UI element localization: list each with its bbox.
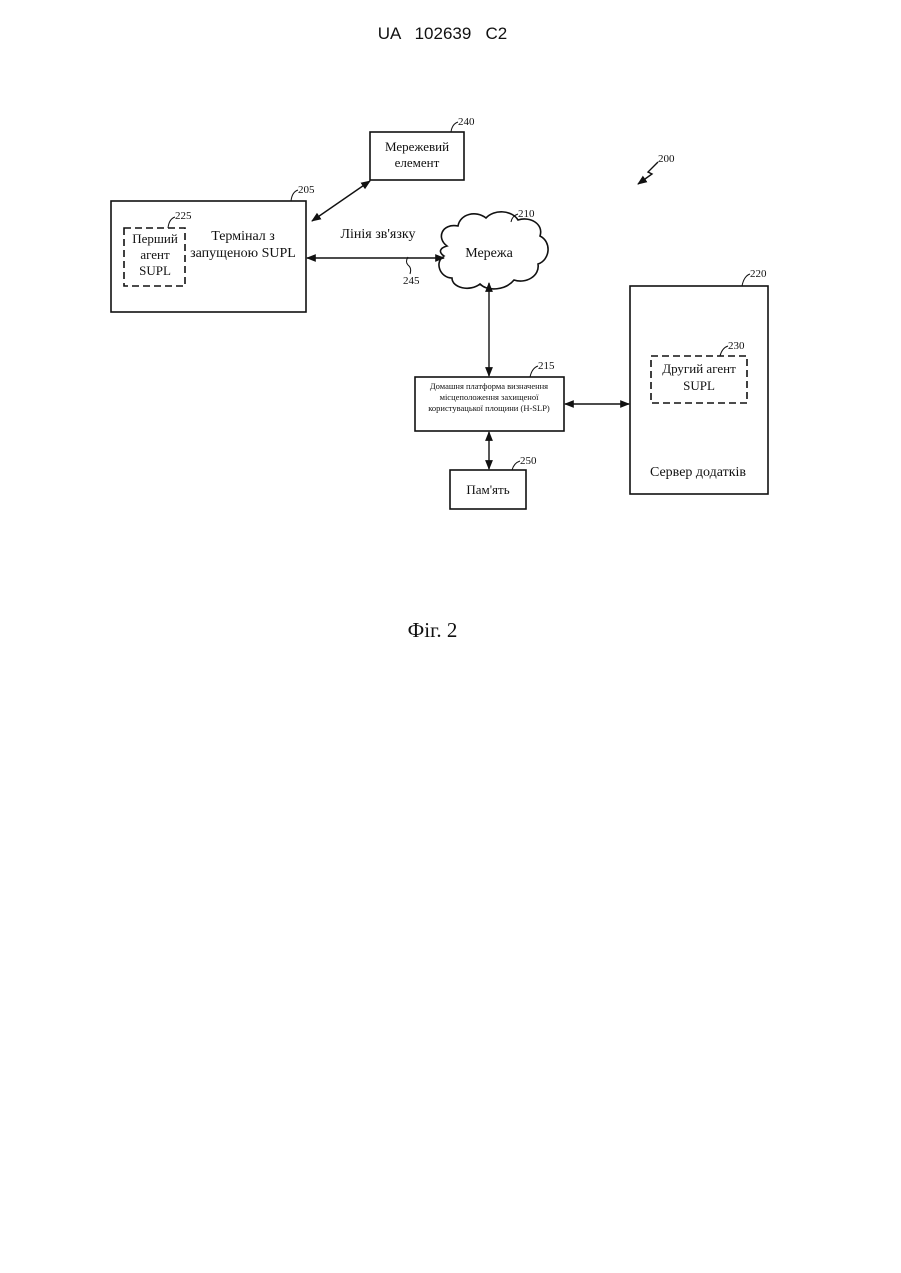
hslp-label-line2: місцеположення захищеної (440, 392, 540, 402)
link-ref-leader (407, 257, 411, 274)
arrow-terminal-network-element (312, 181, 370, 221)
first-agent-label-line1: Перший (132, 231, 178, 246)
hslp-ref-label: 215 (538, 360, 555, 372)
figure-caption: Фіг. 2 (0, 618, 865, 643)
system-diagram: 200 205 Термінал з запущеною SUPL 225 Пе… (0, 0, 901, 700)
first-agent-label-line2: агент (140, 247, 170, 262)
figure-ref-label: 200 (658, 153, 675, 165)
app-server-ref-leader (742, 274, 750, 286)
second-agent-label-line2: SUPL (683, 378, 715, 393)
app-server-label: Сервер додатків (650, 465, 746, 480)
network-ref-label: 210 (518, 208, 535, 220)
app-server-ref-label: 220 (750, 268, 767, 280)
terminal-label-line2: запущеною SUPL (190, 246, 296, 261)
terminal-label-line1: Термінал з (211, 229, 275, 244)
first-agent-ref-label: 225 (175, 210, 192, 222)
figure-ref-arrow (638, 162, 658, 184)
network-element-ref-label: 240 (458, 116, 475, 128)
network-element-label-line2: елемент (395, 155, 440, 170)
terminal-ref-leader (291, 190, 298, 201)
memory-ref-leader (512, 461, 520, 470)
terminal-ref-label: 205 (298, 184, 315, 196)
memory-ref-label: 250 (520, 455, 537, 467)
link-label: Лінія зв'язку (341, 227, 416, 242)
network-element-label-line1: Мережевий (385, 139, 449, 154)
network-element-ref-leader (451, 122, 458, 132)
link-ref-label: 245 (403, 275, 420, 287)
first-agent-label-line3: SUPL (139, 263, 171, 278)
second-agent-ref-label: 230 (728, 340, 745, 352)
memory-label: Пам'ять (466, 482, 509, 497)
hslp-label-line3: користувацької площини (H-SLP) (428, 403, 550, 413)
hslp-label-line1: Домашня платформа визначення (430, 381, 548, 391)
second-agent-label-line1: Другий агент (662, 361, 736, 376)
hslp-ref-leader (530, 366, 538, 377)
network-label: Мережа (465, 246, 513, 261)
